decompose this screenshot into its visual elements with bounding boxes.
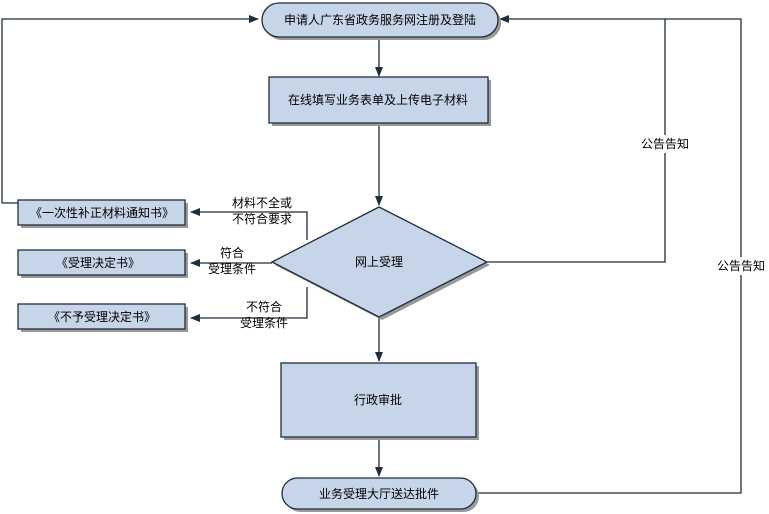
- arrow-accept-to-supplement: [190, 208, 308, 240]
- node-fill-form: 在线填写业务表单及上传电子材料: [268, 76, 491, 126]
- node-admin-approval: 行政审批: [280, 362, 479, 440]
- node-register: 申请人广东省政务服务网注册及登陆: [261, 2, 501, 40]
- node-admin-approval-label: 行政审批: [354, 392, 402, 407]
- node-reject-decision: 《不予受理决定书》: [17, 303, 188, 332]
- node-online-accept-label: 网上受理: [355, 255, 403, 269]
- label-not-meets-line-2: 受理条件: [240, 316, 288, 330]
- label-incomplete-line-2: 不符合要求: [232, 211, 292, 226]
- label-incomplete-line-1: 材料不全或: [232, 195, 292, 210]
- arrow-supplement-to-register: [1, 15, 259, 204]
- label-announce-1: 公告告知: [641, 137, 689, 151]
- label-meets-line-2: 受理条件: [208, 262, 256, 276]
- node-register-label: 申请人广东省政务服务网注册及登陆: [284, 12, 476, 27]
- node-supplement-notice: 《一次性补正材料通知书》: [17, 199, 188, 228]
- node-accept-decision: 《受理决定书》: [17, 249, 188, 278]
- node-deliver-label: 业务受理大厅送达批件: [319, 486, 439, 501]
- edge-labels: 材料不全或 不符合要求 符合 受理条件 不符合 受理条件 公告告知 公告告知: [208, 135, 769, 330]
- node-online-accept: 网上受理: [270, 206, 490, 320]
- arrow-accept-to-reject: [190, 287, 308, 322]
- node-fill-form-label: 在线填写业务表单及上传电子材料: [288, 92, 468, 107]
- node-accept-decision-label: 《受理决定书》: [56, 255, 140, 270]
- label-announce-2: 公告告知: [717, 259, 765, 273]
- node-supplement-notice-label: 《一次性补正材料通知书》: [30, 206, 174, 220]
- label-meets-line-1: 符合: [220, 245, 244, 260]
- node-deliver: 业务受理大厅送达批件: [281, 477, 479, 512]
- node-reject-decision-label: 《不予受理决定书》: [48, 309, 156, 324]
- arrow-deliver-announce-to-register: [476, 18, 742, 494]
- label-not-meets-line-1: 不符合: [246, 299, 282, 314]
